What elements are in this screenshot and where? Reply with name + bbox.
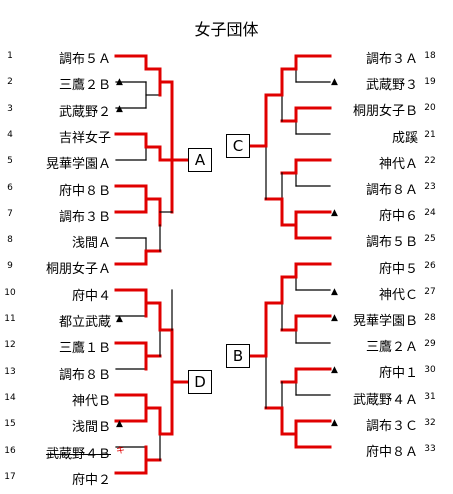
team-name: 三鷹１Ｂ bbox=[58, 341, 111, 357]
triangle-marker: ▲ bbox=[331, 286, 338, 297]
team-name: 武蔵野４Ｂ bbox=[45, 446, 111, 462]
seed-number: 33 bbox=[424, 444, 436, 454]
team-name: 調布５Ｂ bbox=[365, 235, 418, 251]
team-name: 晃華学園Ｂ bbox=[352, 314, 418, 329]
team-name: 武蔵野２ bbox=[58, 104, 111, 120]
team-name: 三鷹２Ｂ bbox=[58, 78, 111, 94]
team-name: 府中５ bbox=[378, 261, 418, 277]
seed-number: 18 bbox=[424, 51, 436, 61]
seed-number: 32 bbox=[424, 417, 436, 428]
seed-number: 25 bbox=[424, 234, 436, 245]
team-name: 調布３Ａ bbox=[365, 52, 418, 67]
seed-number: 5 bbox=[7, 156, 13, 167]
triangle-marker: ▲ bbox=[116, 103, 123, 114]
team-name: 都立武蔵 bbox=[58, 315, 111, 330]
seed-number: 10 bbox=[4, 287, 16, 298]
team-name: 浅間Ａ bbox=[71, 236, 111, 252]
team-name: 調布５Ａ bbox=[58, 52, 111, 67]
seed-number: 7 bbox=[7, 208, 13, 219]
seed-number: 9 bbox=[7, 261, 13, 272]
seed-number: 30 bbox=[424, 365, 436, 376]
team-name: 神代Ｃ bbox=[378, 287, 418, 303]
seed-number: 26 bbox=[424, 260, 436, 271]
seed-number: 19 bbox=[424, 77, 436, 88]
team-name: 神代Ａ bbox=[378, 156, 418, 172]
triangle-marker: ▲ bbox=[116, 419, 123, 430]
team-name: 調布３Ｂ bbox=[58, 209, 111, 225]
team-name: 府中８Ｂ bbox=[58, 183, 111, 199]
seed-number: 8 bbox=[7, 235, 13, 246]
team-name: 晃華学園Ａ bbox=[45, 157, 111, 173]
seed-number: 17 bbox=[4, 471, 16, 482]
seed-number: 15 bbox=[4, 419, 16, 430]
team-name: 府中４ bbox=[71, 288, 111, 304]
team-name: 府中２ bbox=[71, 472, 111, 488]
triangle-marker: ▲ bbox=[331, 417, 338, 428]
seed-number: 12 bbox=[4, 340, 16, 351]
seed-number: 1 bbox=[7, 51, 13, 61]
seed-number: 13 bbox=[4, 366, 16, 377]
team-name: 成蹊 bbox=[391, 130, 418, 146]
team-name: 調布８Ａ bbox=[365, 183, 418, 198]
team-name: 府中６ bbox=[378, 209, 418, 225]
triangle-marker: ▲ bbox=[331, 313, 338, 323]
seed-number: 27 bbox=[424, 286, 436, 297]
team-name: 浅間Ｂ bbox=[71, 420, 111, 436]
triangle-marker: ▲ bbox=[331, 77, 338, 88]
triangle-marker: ▲ bbox=[331, 208, 338, 219]
triangle-marker: ▲ bbox=[331, 365, 338, 376]
seed-number: 6 bbox=[7, 182, 13, 193]
seed-number: 16 bbox=[4, 445, 16, 456]
team-name: 調布８Ｂ bbox=[58, 367, 111, 383]
page-title: 女子団体 bbox=[194, 20, 259, 39]
block-label-a: A bbox=[188, 148, 212, 172]
seed-number: 14 bbox=[4, 392, 16, 403]
seed-number: 11 bbox=[4, 314, 16, 324]
team-name: 武蔵野３ bbox=[365, 78, 418, 94]
seed-number: 20 bbox=[424, 103, 436, 114]
triangle-marker: ▲ bbox=[116, 77, 123, 88]
team-name: 三鷹２Ａ bbox=[365, 340, 418, 356]
team-name: 神代Ｂ bbox=[71, 393, 111, 409]
seed-number: 3 bbox=[7, 103, 13, 114]
seed-number: 23 bbox=[424, 182, 436, 192]
seed-number: 22 bbox=[424, 155, 436, 166]
seed-number: 29 bbox=[424, 339, 436, 350]
triangle-marker: ▲ bbox=[116, 314, 123, 324]
seed-number: 28 bbox=[424, 313, 436, 323]
block-label-c: C bbox=[226, 134, 250, 158]
team-name: 吉祥女子 bbox=[58, 130, 111, 146]
seed-number: 21 bbox=[424, 129, 436, 140]
team-name: 武蔵野４Ａ bbox=[352, 392, 418, 408]
team-name: 桐朋女子Ｂ bbox=[352, 104, 418, 120]
withdrawal-marker: キ bbox=[116, 445, 126, 456]
seed-number: 2 bbox=[7, 77, 13, 88]
team-name: 府中１ bbox=[378, 366, 418, 382]
block-label-d: D bbox=[188, 370, 212, 394]
seed-number: 31 bbox=[424, 391, 436, 402]
block-label-b: B bbox=[226, 344, 250, 368]
team-name: 調布３Ｃ bbox=[365, 418, 418, 434]
team-name: 府中８Ａ bbox=[365, 445, 418, 460]
seed-number: 24 bbox=[424, 208, 436, 219]
seed-number: 4 bbox=[7, 129, 13, 140]
team-name: 桐朋女子Ａ bbox=[45, 262, 111, 278]
